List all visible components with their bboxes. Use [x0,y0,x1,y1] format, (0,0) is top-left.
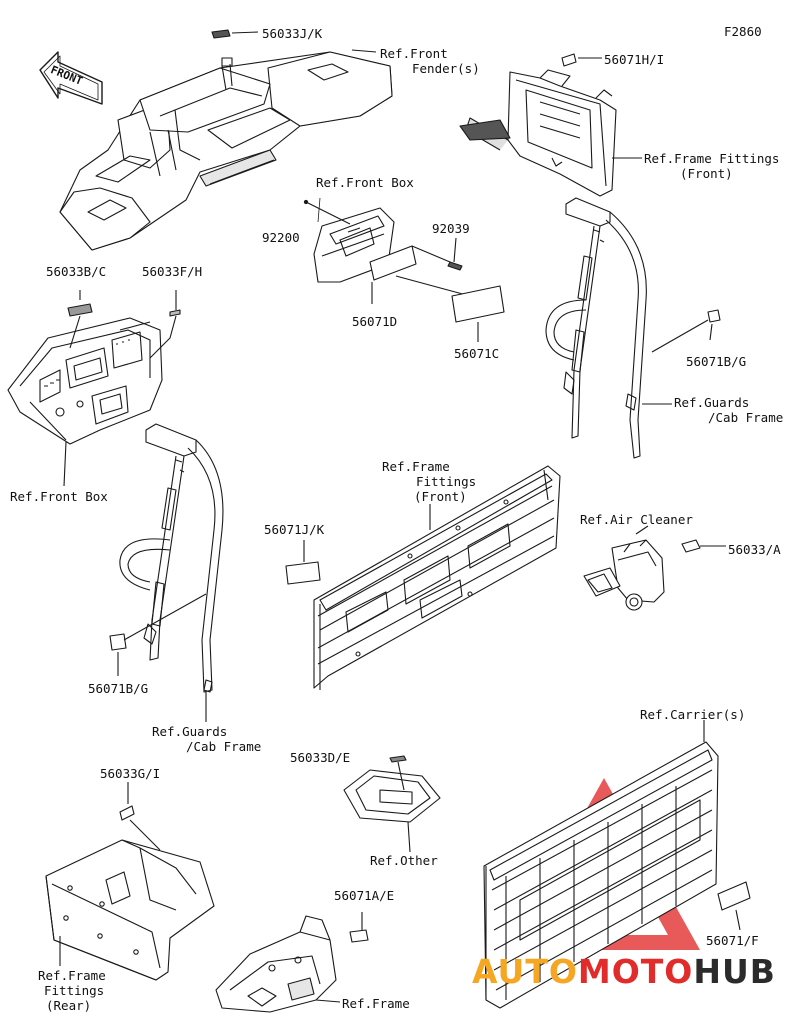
decal-56071bg-right [707,309,721,341]
label-92039: 92039 [432,221,470,236]
leader-front-box-top [317,197,321,223]
decal-56071bg-left [109,633,127,676]
watermark-auto: AUTO [472,952,578,991]
leader-frame-bottom [315,999,341,1003]
leader-56071c [395,275,471,297]
decal-56033gi [119,782,161,851]
frame-bottom [215,915,337,1013]
label-56033a: 56033/A [728,542,781,557]
label-56071bg-left: 56071B/G [88,681,149,696]
watermark-text: AUTOMOTOHUB [472,952,776,991]
label-56071ae: 56071A/E [334,888,395,903]
label-ref-guards-right-1: Ref.Guards [674,395,750,410]
decal-56071ae [349,912,369,943]
label-56033de: 56033D/E [290,750,351,765]
decal-56033a [681,539,726,553]
label-ref-frame-fittings-front-b2: Fittings [416,474,477,489]
label-ref-guards-left-1: Ref.Guards [152,724,228,739]
guards-cab-frame-left [119,423,224,693]
label-ref-carriers: Ref.Carrier(s) [640,707,746,722]
label-ref-frame-fittings-rear-3: (Rear) [46,998,92,1013]
label-ref-guards-left-2: /Cab Frame [186,739,262,754]
label-ref-frame-fittings-front-a2: (Front) [680,166,733,181]
label-ref-air-cleaner: Ref.Air Cleaner [580,512,693,527]
leader-56071bg-left [123,593,207,641]
label-56033bc: 56033B/C [46,264,107,279]
decal-56071d [369,245,417,304]
label-ref-frame-fittings-rear-1: Ref.Frame [38,968,106,983]
label-ref-frame-fittings-front-a1: Ref.Frame Fittings [644,151,780,166]
leader-56071bg-right [651,319,709,353]
decal-56071c [451,285,505,342]
label-ref-frame-fittings-rear-2: Fittings [44,983,105,998]
label-56071f: 56071/F [706,933,759,948]
watermark-hub: HUB [693,952,776,991]
label-56071d: 56071D [352,314,398,329]
front-direction-arrow-icon [39,51,103,105]
watermark-moto: MOTO [577,952,694,991]
frame-fittings-rear [45,839,215,981]
label-ref-front-fender-1: Ref.Front [380,46,448,61]
leader-air-cleaner [635,525,649,535]
label-56071c: 56071C [454,346,500,361]
decal-56033bc [67,290,93,349]
label-ref-frame-fittings-front-b1: Ref.Frame [382,459,450,474]
other-part [343,769,441,823]
label-ref-other: Ref.Other [370,853,438,868]
front-box-dashboard [7,317,163,445]
label-56071hi: 56071H/I [604,52,665,67]
leader-fender [351,49,377,53]
leader-other [407,821,411,853]
leader-front-box-left [63,441,67,487]
decal-56071hi [561,53,602,67]
frame-fittings-front-panel [313,465,561,690]
decal-56033de [389,755,407,791]
label-56033jk: 56033J/K [262,26,323,41]
label-ref-front-box-left: Ref.Front Box [10,489,108,504]
decal-56071f [717,881,751,931]
label-56033gi: 56033G/I [100,766,161,781]
air-cleaner [583,539,665,611]
decal-56033fh [149,290,181,359]
carrier [483,741,719,1009]
decal-56071jk [285,540,321,585]
leader-92039-box [411,245,451,263]
guards-cab-frame-right [545,197,647,459]
label-92200: 92200 [262,230,300,245]
label-ref-frame-fittings-front-b3: (Front) [414,489,467,504]
clip-92039 [447,237,463,271]
label-ref-front-box-top: Ref.Front Box [316,175,414,190]
label-ref-guards-right-2: /Cab Frame [708,410,784,425]
front-fender-assembly [59,51,393,251]
label-56071jk: 56071J/K [264,522,325,537]
label-ref-front-fender-2: Fender(s) [412,61,480,76]
label-56033fh: 56033F/H [142,264,203,279]
decal-56033jk [211,29,259,39]
leader-92200 [305,201,351,225]
label-ref-frame: Ref.Frame [342,996,410,1011]
diagram-code: F2860 [724,24,762,39]
frame-fittings-front-top [459,69,617,197]
label-56071bg-right: 56071B/G [686,354,747,369]
